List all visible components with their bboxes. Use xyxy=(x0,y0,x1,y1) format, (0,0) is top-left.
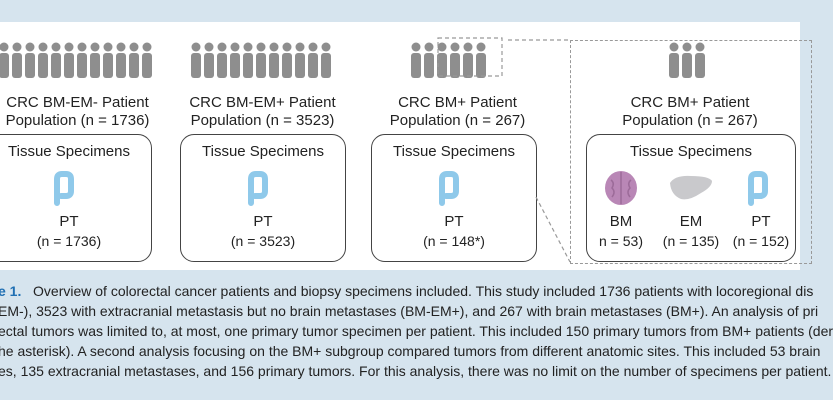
patient-icons xyxy=(410,42,487,78)
figure-number: e 1. xyxy=(0,283,22,299)
population-subtitle: Population (n = 267) xyxy=(389,112,526,129)
person-icon xyxy=(103,42,113,78)
person-icon xyxy=(682,42,692,78)
tissue-specimens-box-1: Tissue Specimens PT (n = 1736) xyxy=(0,134,152,262)
population-title: CRC BM+ Patient xyxy=(398,94,517,111)
specimen-site-label: BM xyxy=(609,213,633,230)
person-icon xyxy=(38,42,48,78)
person-icon xyxy=(142,42,152,78)
person-icon xyxy=(437,42,447,78)
person-icon xyxy=(12,42,22,78)
box-title: Tissue Specimens xyxy=(202,143,324,160)
person-icon xyxy=(256,42,266,78)
patient-icons xyxy=(190,42,332,78)
figure-caption: e 1. Overview of colorectal cancer patie… xyxy=(0,272,833,400)
liver-icon xyxy=(670,175,712,200)
person-icon xyxy=(64,42,74,78)
person-icon xyxy=(308,42,318,78)
specimen-count: n = 53) xyxy=(599,233,643,249)
population-column-2: CRC BM-EM+ Patient Population (n = 3523) xyxy=(175,22,350,270)
person-icon xyxy=(450,42,460,78)
caption-line-3: ectal tumors was limited to, at most, on… xyxy=(0,323,833,339)
box-title: Tissue Specimens xyxy=(630,143,752,160)
patient-icons xyxy=(668,42,706,78)
person-icon xyxy=(669,42,679,78)
specimen-count: (n = 152) xyxy=(732,233,790,249)
population-title: CRC BM-EM- Patient xyxy=(6,94,149,111)
bm-subgroup-panel xyxy=(570,40,812,264)
colon-icon xyxy=(439,171,459,206)
colon-icon xyxy=(748,171,768,206)
person-icon xyxy=(243,42,253,78)
brain-icon xyxy=(605,171,637,205)
person-icon xyxy=(25,42,35,78)
tissue-specimens-box-3: Tissue Specimens PT (n = 148*) xyxy=(371,134,537,262)
specimen-count: (n = 1736) xyxy=(36,233,102,249)
person-icon xyxy=(295,42,305,78)
person-icon xyxy=(411,42,421,78)
person-icon xyxy=(321,42,331,78)
specimen-site-label: PT xyxy=(59,213,79,230)
connector-lines xyxy=(508,39,571,263)
specimen-count: (n = 148*) xyxy=(423,233,485,249)
top-bar xyxy=(0,0,800,22)
person-icon xyxy=(191,42,201,78)
population-subtitle: Population (n = 3523) xyxy=(190,112,335,129)
tissue-specimens-box-2: Tissue Specimens PT (n = 3523) xyxy=(180,134,346,262)
caption-line-5: es, 135 extracranial metastases, and 156… xyxy=(0,363,832,379)
tissue-specimens-box-4: Tissue Specimens BM n = 53) EM (n = 135)… xyxy=(586,134,796,262)
person-icon xyxy=(463,42,473,78)
caption-line-4: he asterisk). A second analysis focusing… xyxy=(0,343,821,359)
caption-line-2: EM-), 3523 with extracranial metastasis … xyxy=(0,303,819,319)
box-title: Tissue Specimens xyxy=(393,143,515,160)
population-column-3: CRC BM+ Patient Population (n = 267) xyxy=(370,22,545,270)
person-icon xyxy=(230,42,240,78)
population-column-4: CRC BM+ Patient Population (n = 267) xyxy=(600,22,780,270)
specimen-site-label: PT xyxy=(444,213,464,230)
person-icon xyxy=(77,42,87,78)
person-icon xyxy=(424,42,434,78)
specimen-site-label: PT xyxy=(253,213,273,230)
box-title: Tissue Specimens xyxy=(8,143,130,160)
person-icon xyxy=(116,42,126,78)
population-title: CRC BM-EM+ Patient xyxy=(189,94,336,111)
caption-text: Overview of colorectal cancer patients a… xyxy=(33,283,814,299)
population-title: CRC BM+ Patient xyxy=(630,94,750,111)
person-icon xyxy=(204,42,214,78)
figure-panel: CRC BM-EM- Patient Population (n = 1736)… xyxy=(0,22,812,270)
population-subtitle: Population (n = 1736) xyxy=(5,112,150,129)
person-icon xyxy=(0,42,9,78)
person-icon xyxy=(695,42,705,78)
person-icon xyxy=(217,42,227,78)
population-subtitle: Population (n = 267) xyxy=(622,112,758,129)
specimen-site-label: EM xyxy=(679,213,703,230)
person-icon xyxy=(51,42,61,78)
population-column-1: CRC BM-EM- Patient Population (n = 1736) xyxy=(0,22,165,270)
person-icon xyxy=(90,42,100,78)
person-icon xyxy=(282,42,292,78)
colon-icon xyxy=(54,171,74,206)
person-icon xyxy=(129,42,139,78)
specimen-count: (n = 3523) xyxy=(230,233,296,249)
highlight-bracket xyxy=(437,37,503,77)
person-icon xyxy=(269,42,279,78)
specimen-site-label: PT xyxy=(751,213,771,230)
colon-icon xyxy=(248,171,268,206)
patient-icons xyxy=(0,42,153,78)
specimen-count: (n = 135) xyxy=(662,233,720,249)
caption-line-1: e 1. Overview of colorectal cancer patie… xyxy=(0,282,813,300)
person-icon xyxy=(476,42,486,78)
